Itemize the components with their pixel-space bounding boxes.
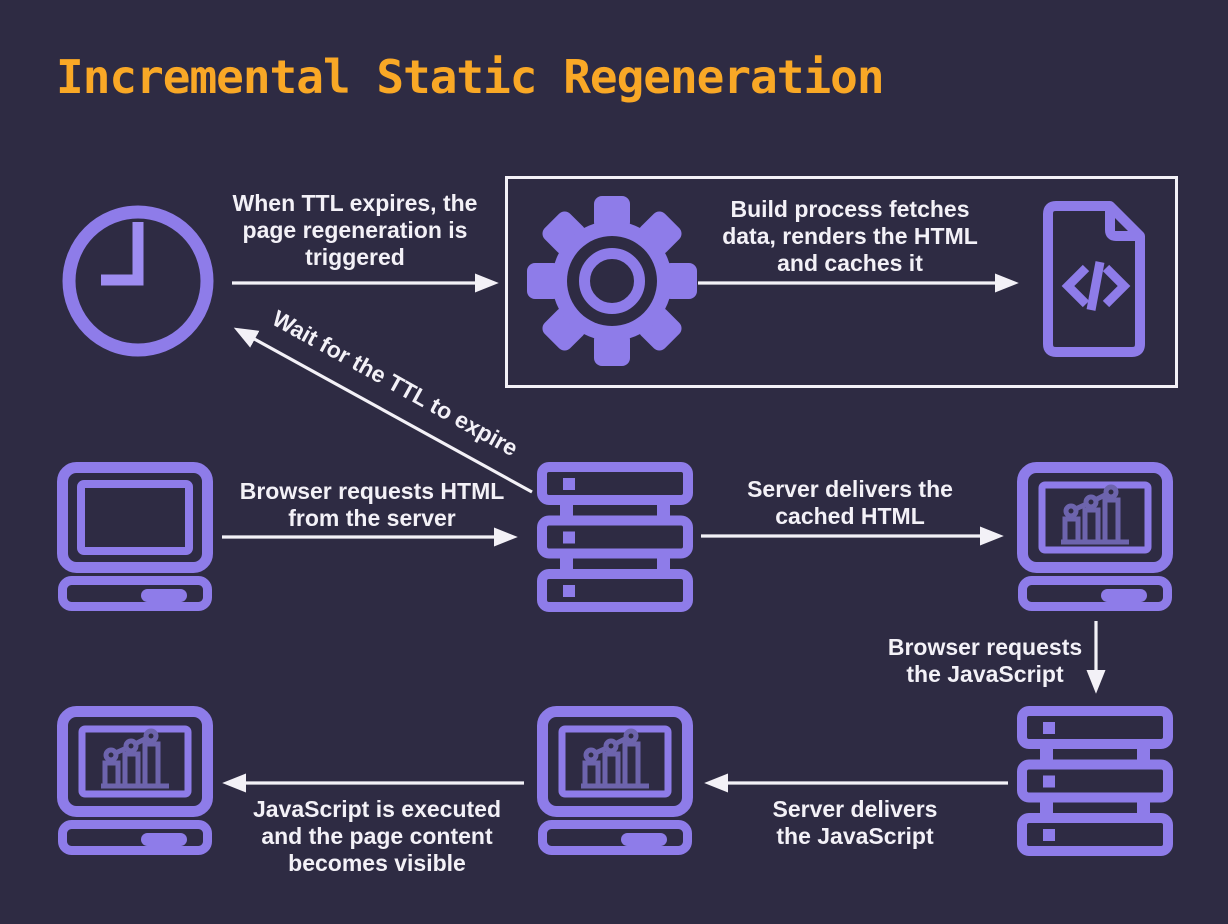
build-process-box xyxy=(505,176,1178,388)
monitor-chart-icon xyxy=(543,712,688,851)
monitor-chart-icon xyxy=(1023,468,1168,607)
desktop-computer-icon xyxy=(63,468,208,607)
label-ttl-expires: When TTL expires, the page regeneration … xyxy=(232,190,478,270)
label-build-process: Build process fetches data, renders the … xyxy=(722,196,978,276)
label-wait-ttl: Wait for the TTL to expire xyxy=(268,304,523,462)
server-icon xyxy=(1022,711,1168,851)
label-browser-requests-html: Browser requests HTML from the server xyxy=(239,478,505,531)
page-title: Incremental Static Regeneration xyxy=(56,50,885,104)
label-server-delivers-js: Server delivers the JavaScript xyxy=(772,796,938,849)
arrow-wait-ttl xyxy=(233,327,533,494)
server-icon xyxy=(542,467,688,607)
label-js-executed: JavaScript is executed and the page cont… xyxy=(252,796,502,876)
clock-icon xyxy=(62,205,214,357)
label-server-delivers-html: Server delivers the cached HTML xyxy=(747,476,953,529)
label-browser-requests-js: Browser requests the JavaScript xyxy=(887,634,1083,687)
monitor-chart-icon xyxy=(63,712,208,851)
